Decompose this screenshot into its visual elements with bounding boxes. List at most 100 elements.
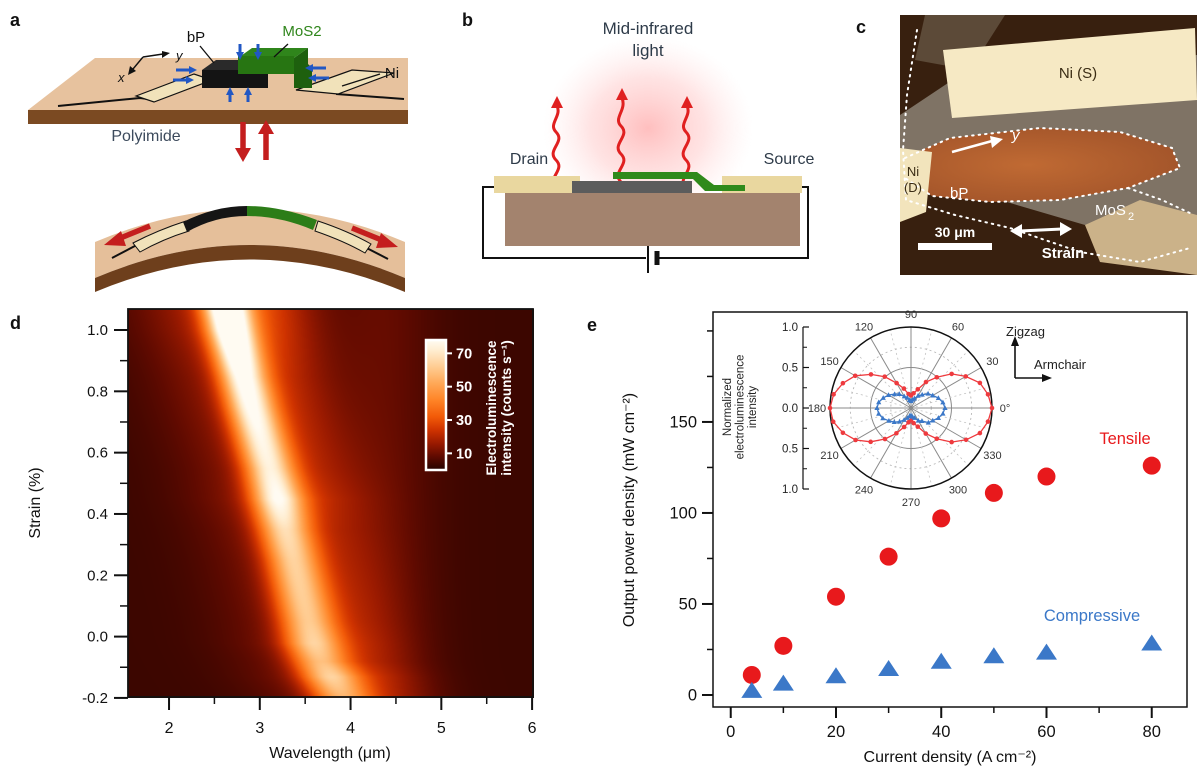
y-direction-label: y xyxy=(1011,127,1021,144)
bp-callout-line xyxy=(199,45,215,64)
compressive-polar-point xyxy=(940,399,946,405)
compressive-polar-point xyxy=(891,391,898,397)
compressive-data-point xyxy=(1035,643,1057,660)
polar-grid-ray xyxy=(910,367,982,409)
mos2-region-label-sub: 2 xyxy=(1128,211,1134,223)
compressive-polar-point xyxy=(891,419,897,425)
flake-dotted-outlines xyxy=(901,29,1193,264)
polar-inset-label: Normalizedelectroluminescenceintensity xyxy=(722,355,759,460)
polar-grid-ray-dashed xyxy=(910,386,990,409)
bp-label: bP xyxy=(187,29,205,46)
polar-grid-ray-dashed xyxy=(889,329,912,409)
y-tick-label: 0.0 xyxy=(87,629,108,646)
x-tick-label: 20 xyxy=(827,723,845,741)
scatter-points xyxy=(741,456,1163,698)
x-tick-label: 3 xyxy=(255,720,264,737)
compressive-data-point xyxy=(825,667,847,684)
tensile-polar-point xyxy=(934,436,940,442)
colorbar-label-2: intensity (counts s⁻¹) xyxy=(499,340,514,475)
compressive-polar-point xyxy=(935,395,942,401)
ni-drain-electrode xyxy=(900,148,932,222)
x-tick-label: 80 xyxy=(1143,723,1161,741)
mos2-callout-line xyxy=(273,43,289,58)
compressive-polar-point xyxy=(896,418,903,424)
polar-grid-ray-dashed xyxy=(910,329,933,409)
mid-infrared-label-1: Mid-infrared xyxy=(603,19,694,38)
tensile-polar-point xyxy=(901,386,907,391)
polar-inset-label-1: Normalized xyxy=(722,378,734,436)
colorbar-tick-label: 70 xyxy=(456,346,472,362)
mos2-flake-front xyxy=(238,56,294,74)
tensile-series-label: Tensile xyxy=(1099,430,1150,448)
tensile-data-point xyxy=(826,587,845,606)
tensile-polar-point xyxy=(963,374,969,379)
x-tick-label: 60 xyxy=(1037,723,1055,741)
polar-inset-label-3: intensity xyxy=(747,386,759,428)
device-substrate xyxy=(505,193,800,246)
flake-corner-region xyxy=(915,15,1005,70)
compressive-polar-point xyxy=(876,410,882,416)
x-tick-label: 40 xyxy=(932,723,950,741)
mos2-flake-step xyxy=(294,48,312,88)
polar-angle-label: 30 xyxy=(986,356,998,368)
compressive-polar-point xyxy=(880,415,886,421)
compressive-polar-point xyxy=(915,417,921,423)
bent-left-electrode xyxy=(132,220,190,253)
compressive-data-point xyxy=(930,652,952,669)
tensile-polar-point xyxy=(831,392,836,397)
polar-grid-ray xyxy=(910,407,952,479)
tensile-polar-point xyxy=(830,419,836,425)
polar-grid-ray-dashed xyxy=(889,407,912,487)
tensile-polar-point xyxy=(949,371,954,377)
ni-source-label: Ni (S) xyxy=(1059,65,1097,82)
y-tick-label: 1.0 xyxy=(87,322,108,339)
y-tick-label: 0.8 xyxy=(87,383,108,400)
flat-substrate-edge xyxy=(28,110,408,124)
polyimide-label: Polyimide xyxy=(111,128,180,145)
tensile-polar-point xyxy=(882,374,888,379)
y-tick-label: 0.4 xyxy=(87,506,108,523)
polar-grid-ray-dashed xyxy=(910,350,969,409)
colorbar-tick-label: 30 xyxy=(456,413,472,429)
bent-right-electrode xyxy=(314,220,372,254)
compression-arrows xyxy=(173,44,329,102)
y-tick-label: 0.2 xyxy=(87,567,108,584)
polar-grid-ray-dashed xyxy=(853,350,912,409)
tensile-polar-point xyxy=(963,437,969,443)
drain-electrode xyxy=(494,176,580,193)
polar-radial-tick-label: 1.0 xyxy=(782,484,798,496)
x-tick-label: 6 xyxy=(528,720,537,737)
tensile-data-point xyxy=(984,483,1003,502)
compressive-data-point xyxy=(878,660,900,677)
panel-a: a y x xyxy=(10,10,408,292)
tensile-polar-point xyxy=(915,424,921,429)
bp-flake-front xyxy=(202,70,268,88)
xy-axes xyxy=(128,51,170,75)
drain-label: Drain xyxy=(510,151,548,168)
compressive-polar-point xyxy=(886,417,892,423)
tensile-polar-point xyxy=(911,420,916,426)
compressive-polar-point xyxy=(925,390,931,396)
tensile-data-point xyxy=(742,665,761,684)
compressive-polar-point xyxy=(940,410,946,416)
tensile-polar-point xyxy=(868,372,874,377)
bent-substrate-edge xyxy=(95,245,405,292)
right-electrode xyxy=(295,69,395,95)
tensile-polar-point xyxy=(989,405,995,411)
polar-radial-tick-label: 0.0 xyxy=(782,403,798,415)
polar-angle-label: 210 xyxy=(820,450,838,462)
bend-arrows xyxy=(235,120,274,162)
panel-a-letter: a xyxy=(10,10,21,30)
colorbar-label: Electroluminescenceintensity (counts s⁻¹… xyxy=(484,340,514,476)
polar-grid-ray xyxy=(840,367,912,409)
bp-layer xyxy=(572,181,692,193)
polar-grid-ray-dashed xyxy=(910,407,969,466)
polar-grid-ray xyxy=(870,407,912,479)
heatmap-canvas xyxy=(128,309,534,698)
panel-d-letter: d xyxy=(10,313,21,333)
tensile-polar-point xyxy=(853,437,858,443)
compressive-polar-point xyxy=(925,419,931,425)
compressive-polar-point xyxy=(930,417,936,423)
